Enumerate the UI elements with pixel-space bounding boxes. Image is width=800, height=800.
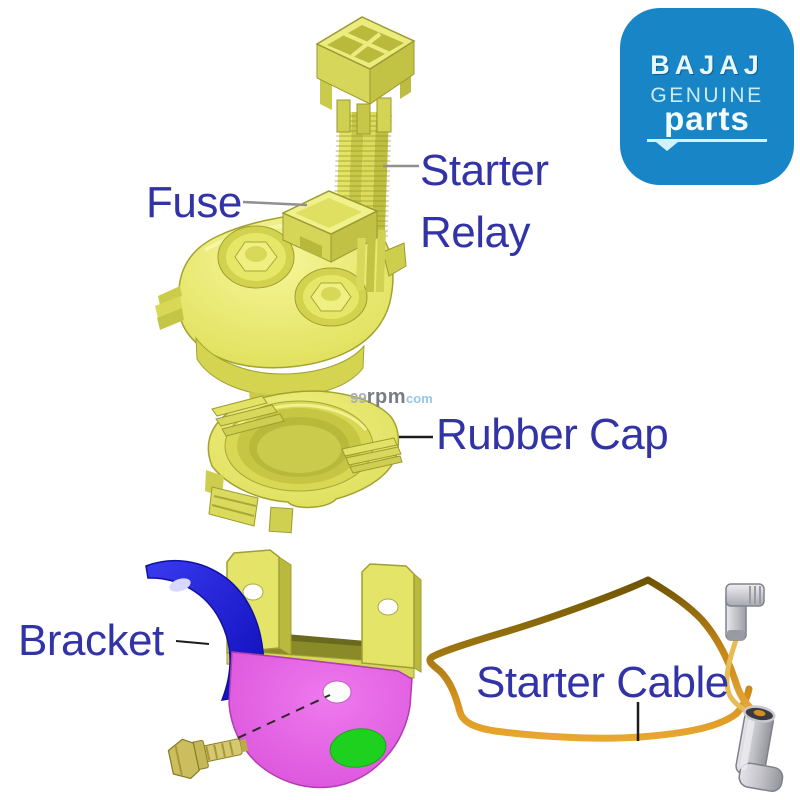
starter-cable-label: Starter Cable <box>476 658 729 707</box>
relay-connector-box <box>315 16 416 135</box>
rubber-cap-part <box>205 390 403 534</box>
watermark-99: 99 <box>350 390 367 407</box>
right-tab-hole <box>377 598 399 616</box>
cap-rib-tab-right <box>341 437 403 474</box>
cap-recess <box>224 400 374 492</box>
left-tab-hole <box>242 583 264 601</box>
bracket-right-tab <box>361 563 422 673</box>
bracket-part <box>145 549 422 789</box>
relay-hex-boss-right <box>294 267 368 327</box>
logo-genuine-text: GENUINE <box>650 84 764 107</box>
cable-right-strand <box>644 576 761 717</box>
bolt-axis-dashed-line <box>179 694 331 766</box>
logo-underline <box>647 139 767 142</box>
starter-cable-part <box>426 576 784 792</box>
watermark-rpm: rpm <box>366 386 406 408</box>
bracket-leader-line <box>175 640 210 645</box>
relay-hex-boss-left <box>217 225 295 289</box>
cable-elbow-connector <box>725 583 765 641</box>
logo-parts-text: parts <box>664 100 750 137</box>
fuse-holder <box>281 190 379 263</box>
starter-relay-label-line2: Relay <box>420 208 531 257</box>
watermark: 99rpmcom <box>350 386 433 409</box>
green-dot <box>329 728 387 768</box>
bracket-label: Bracket <box>18 616 164 665</box>
bracket-magenta-plate <box>228 651 413 789</box>
cap-foot <box>205 470 294 534</box>
logo-brand-text: BAJAJ <box>650 50 764 80</box>
strap-hole <box>169 578 191 592</box>
down-arrow-icon <box>656 142 678 151</box>
bracket-bolt <box>167 738 249 780</box>
relay-left-fins <box>155 286 184 330</box>
starter-relay-label-line1: Starter <box>420 146 549 195</box>
fuse-label: Fuse <box>146 178 242 227</box>
relay-body-skirt <box>195 336 365 397</box>
starter-relay-part <box>155 16 416 414</box>
relay-wire-tail <box>355 230 386 292</box>
bajaj-genuine-parts-logo: BAJAJ GENUINE parts <box>620 8 794 185</box>
cap-rib-tab-left <box>211 395 285 437</box>
cable-boot-connector <box>735 705 784 792</box>
watermark-tld: com <box>405 391 433 406</box>
plate-hole <box>322 680 352 704</box>
cable-loop <box>426 576 753 742</box>
relay-right-ear <box>382 242 407 277</box>
fuse-leader-line <box>242 200 308 207</box>
rubber-cap-label: Rubber Cap <box>436 410 669 459</box>
